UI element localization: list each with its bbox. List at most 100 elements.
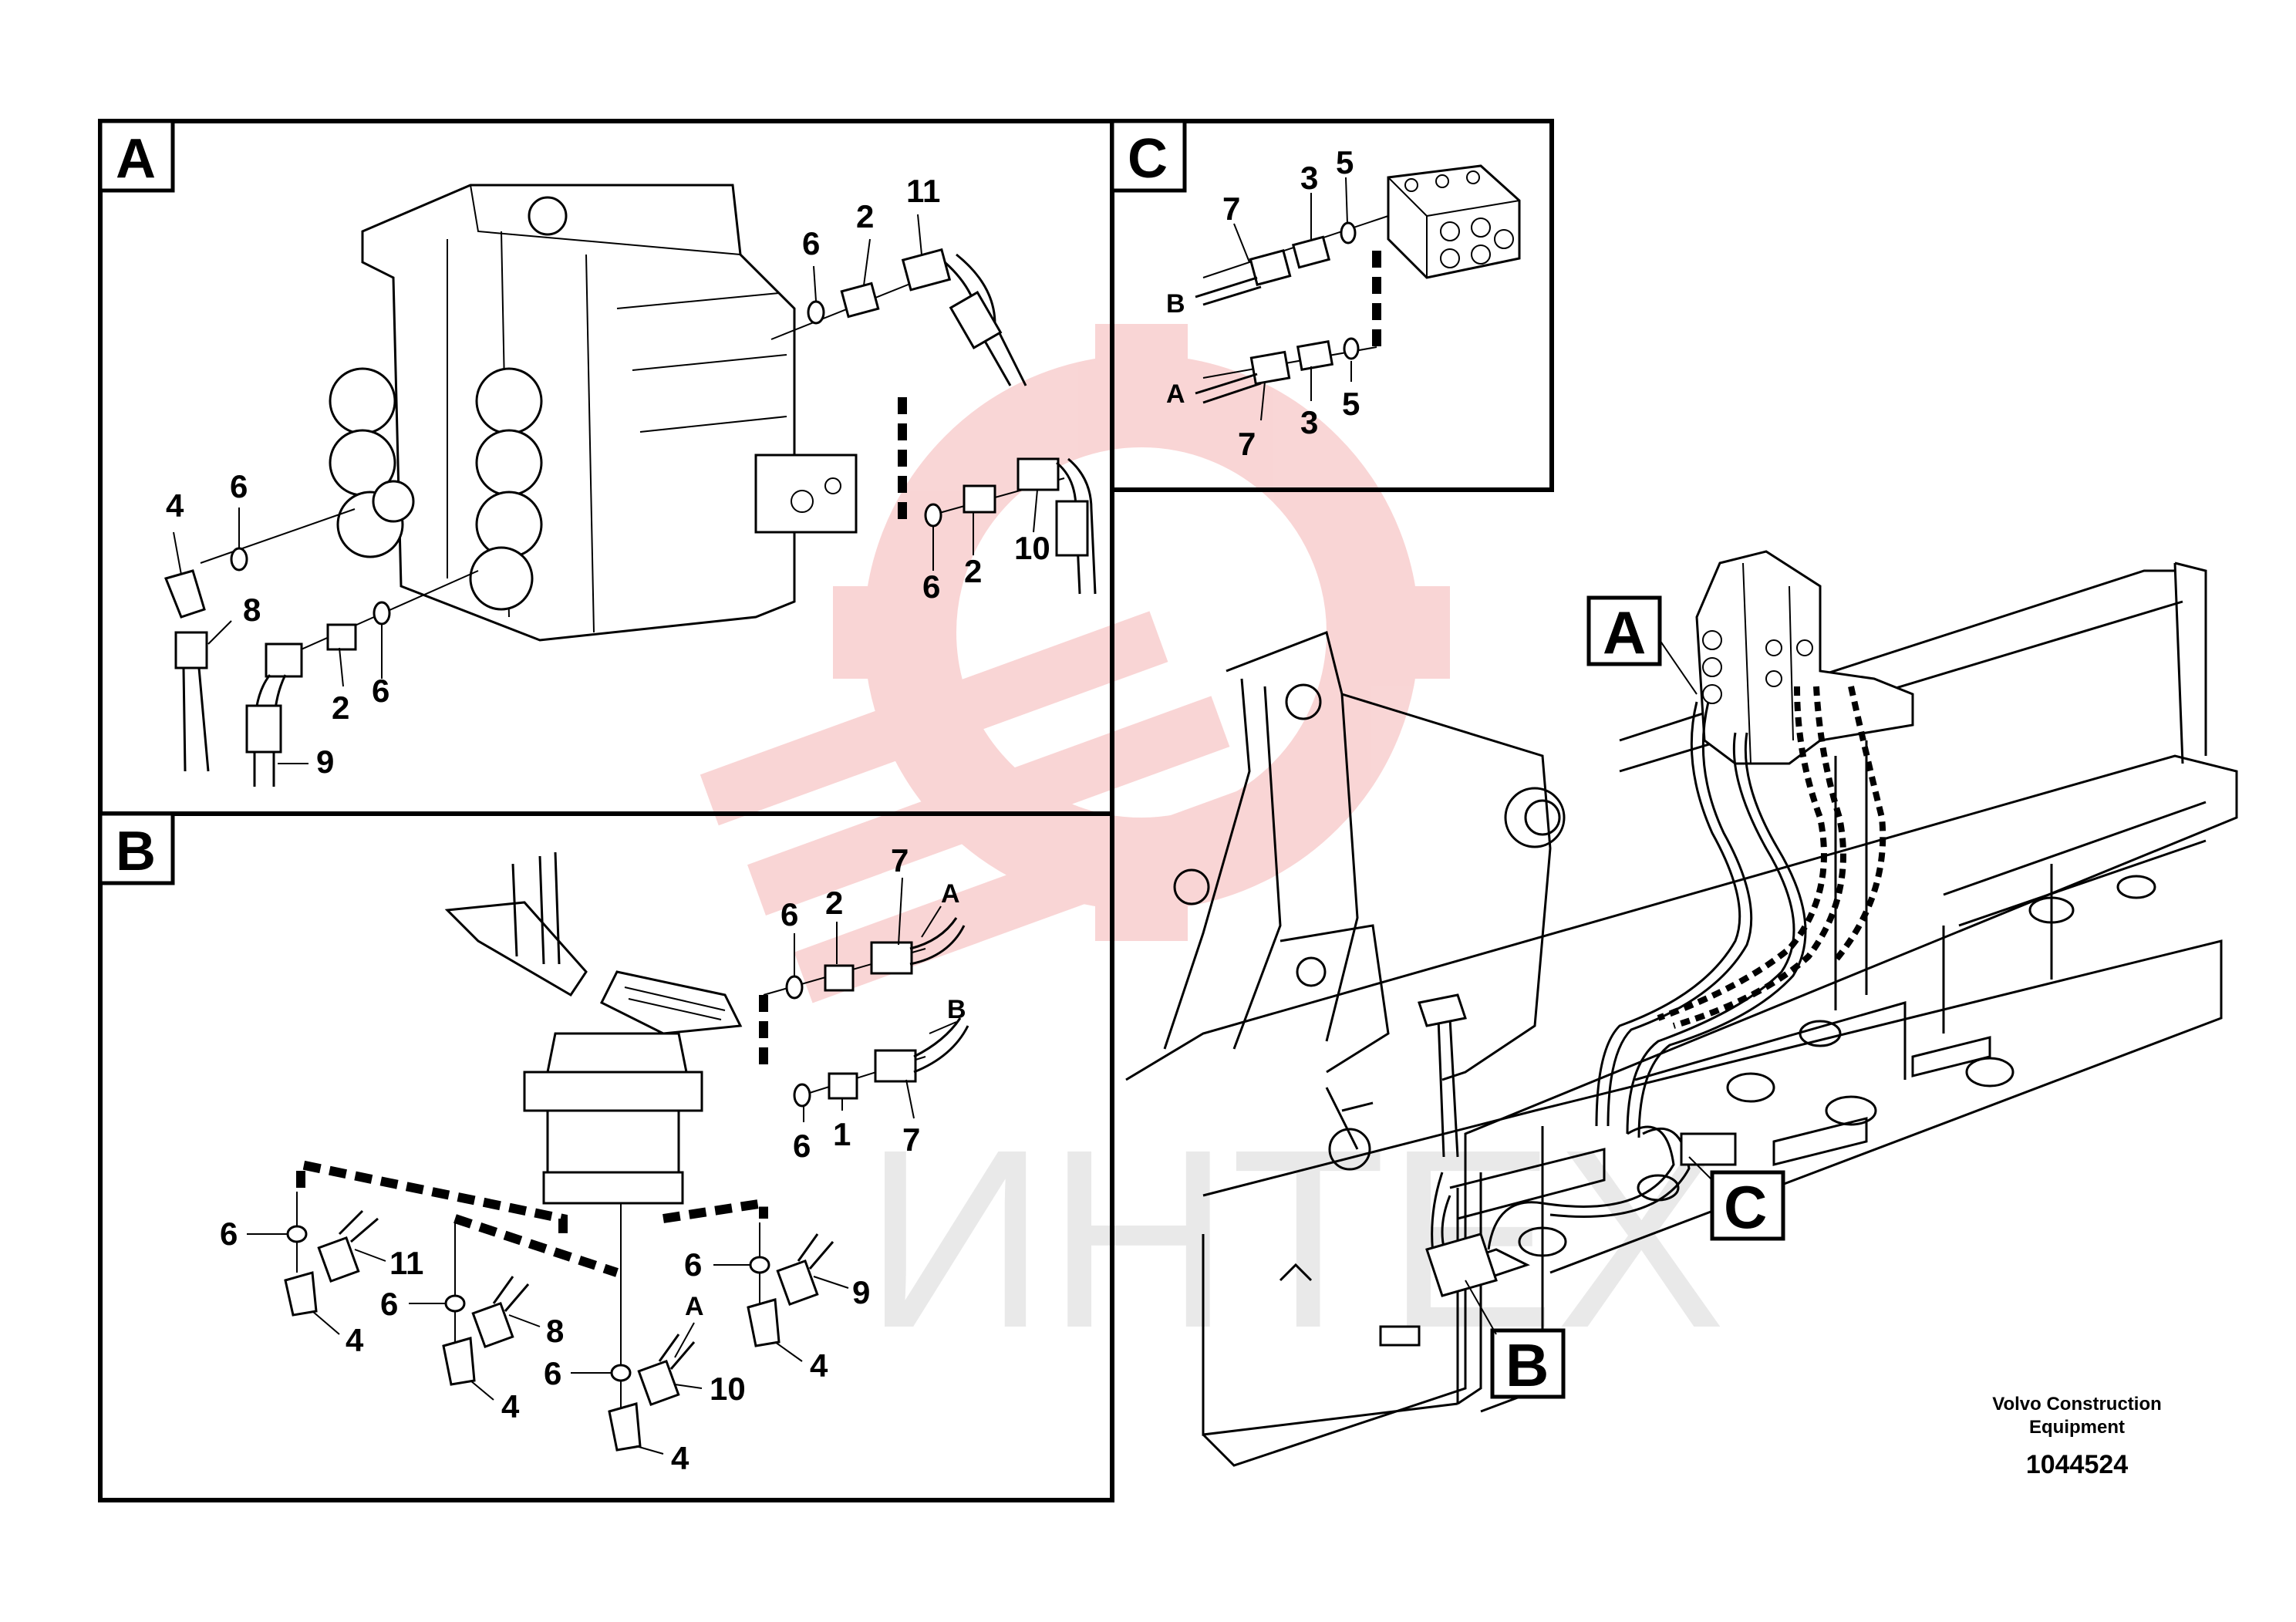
- label-a-6: 8: [243, 592, 261, 628]
- label-b-16: 9: [852, 1274, 870, 1310]
- label-b-14: 4: [501, 1388, 520, 1425]
- control-valve-assembly: [329, 184, 858, 642]
- machine-overview: A C B: [1125, 550, 2238, 1467]
- label-a-4: 6: [230, 468, 248, 504]
- label-b-19: 6: [544, 1355, 561, 1391]
- label-b-6: 7: [902, 1121, 920, 1158]
- label-a-2: 6: [802, 225, 820, 261]
- label-b-7: 6: [793, 1128, 811, 1164]
- fitting-b11: [317, 1236, 360, 1283]
- label-b-15: 6: [684, 1246, 702, 1283]
- doc-number: 1044524: [2026, 1450, 2128, 1479]
- label-b-12: 6: [380, 1286, 398, 1322]
- label-a-10: 6: [922, 568, 940, 605]
- callout-b: B: [1465, 1280, 1566, 1399]
- callout-a: A: [1586, 595, 1698, 695]
- label-b-18: A: [685, 1292, 704, 1321]
- hose-fitting-10: [1017, 457, 1060, 491]
- hose-8: [182, 667, 187, 772]
- label-b-20: 10: [710, 1371, 746, 1407]
- hose-b7b: [913, 1017, 969, 1074]
- hose-fitting-c7: [1249, 249, 1292, 286]
- part-labels-b: 7 A 2 6 B 7 6 1 6 11 4 6 8 4 6 9 4 A 6 1…: [220, 842, 966, 1476]
- leader-lines-a: [173, 214, 1038, 764]
- seal-ring-c5b: [1343, 337, 1360, 360]
- elbow-b4d: [608, 1402, 642, 1452]
- elbow-b4c: [747, 1298, 781, 1347]
- nipple-b2: [824, 964, 855, 992]
- panel-b-letter: B: [116, 821, 156, 882]
- watermark-text: ИНТЕХ: [864, 1096, 1725, 1381]
- distribution-block: [1387, 164, 1521, 279]
- label-c-4: B: [1166, 289, 1185, 319]
- watermark-gear-logo: [700, 324, 1450, 1003]
- label-b-3: 2: [825, 885, 843, 921]
- callout-b-letter: B: [1505, 1331, 1549, 1399]
- label-a-11: 2: [964, 553, 982, 589]
- fitting-b10: [637, 1359, 680, 1407]
- nipple-b1: [828, 1072, 858, 1100]
- nipple-2b: [963, 484, 996, 514]
- seal-ring-6c: [230, 547, 248, 572]
- hose-fitting-b7b: [874, 1049, 917, 1083]
- fitting-b8: [471, 1301, 514, 1349]
- credit-line-1: Volvo Construction: [1992, 1394, 2162, 1415]
- seal-ring-b6: [785, 975, 804, 1000]
- label-a-5: 4: [166, 487, 184, 524]
- panel-c-letter: C: [1128, 128, 1168, 190]
- elbow-fitting-4: [164, 569, 206, 619]
- label-b-17: 4: [810, 1347, 828, 1384]
- label-a-7: 2: [332, 690, 349, 726]
- label-a-9: 9: [316, 744, 334, 780]
- callout-c-letter: C: [1724, 1173, 1767, 1241]
- label-b-11: 4: [346, 1322, 364, 1358]
- seal-ring-b6e: [749, 1256, 770, 1274]
- callout-c: C: [1688, 1156, 1785, 1241]
- overview-valve: [1695, 550, 1914, 765]
- elbow-b4b: [442, 1337, 476, 1386]
- nipple-c3b: [1296, 340, 1334, 371]
- hose-fitting-c7b: [1249, 350, 1291, 386]
- seal-ring-b6c: [286, 1225, 308, 1243]
- nipple-2c: [326, 623, 357, 651]
- fitting-b9: [776, 1259, 819, 1307]
- credit-line-2: Equipment: [2029, 1417, 2125, 1438]
- hose-fitting-b7: [870, 941, 913, 975]
- label-a-3: 2: [856, 198, 874, 234]
- seal-ring-b6f: [610, 1364, 632, 1382]
- label-b-13: 8: [546, 1313, 564, 1349]
- label-c-8: 5: [1342, 386, 1360, 422]
- dashed-lead-b3: [453, 1214, 619, 1277]
- nipple-2: [840, 282, 880, 319]
- hose-fitting-11: [901, 248, 952, 292]
- part-labels-c: 7 3 5 B A 7 3 5: [1166, 144, 1360, 462]
- label-b-21: 4: [671, 1440, 689, 1476]
- dashed-lead-b4: [663, 1198, 768, 1223]
- watermark: ИНТЕХ: [700, 324, 1725, 1381]
- label-a-1: 11: [906, 173, 940, 209]
- callout-a-letter: A: [1603, 599, 1646, 666]
- leader-lines-c: [1233, 177, 1352, 421]
- seal-ring-b6d: [444, 1294, 466, 1313]
- hose-b7: [909, 917, 966, 966]
- label-b-8: 1: [833, 1116, 851, 1152]
- part-labels-a: 11 6 2 6 4 8 2 6 9 6 2 10: [166, 173, 1050, 780]
- label-a-12: 10: [1014, 530, 1050, 566]
- label-c-1: 7: [1222, 191, 1240, 227]
- hose-fitting-8: [174, 631, 208, 669]
- dashed-lead-b2: [296, 1158, 568, 1234]
- seal-ring-6d: [373, 601, 391, 626]
- panel-a-letter: A: [116, 128, 156, 190]
- label-c-3: 5: [1336, 144, 1354, 180]
- label-a-8: 6: [372, 673, 389, 709]
- seal-ring-c5: [1340, 221, 1357, 244]
- label-b-5: B: [947, 995, 966, 1024]
- leader-lines-b: [247, 877, 957, 1455]
- seal-ring-6b: [924, 503, 942, 528]
- label-c-7: 3: [1300, 404, 1318, 440]
- label-c-2: 3: [1300, 160, 1318, 196]
- label-b-1: 7: [891, 842, 909, 878]
- seal-ring-b6b: [793, 1083, 811, 1108]
- seal-ring-6: [807, 300, 825, 325]
- label-b-10: 11: [389, 1245, 423, 1281]
